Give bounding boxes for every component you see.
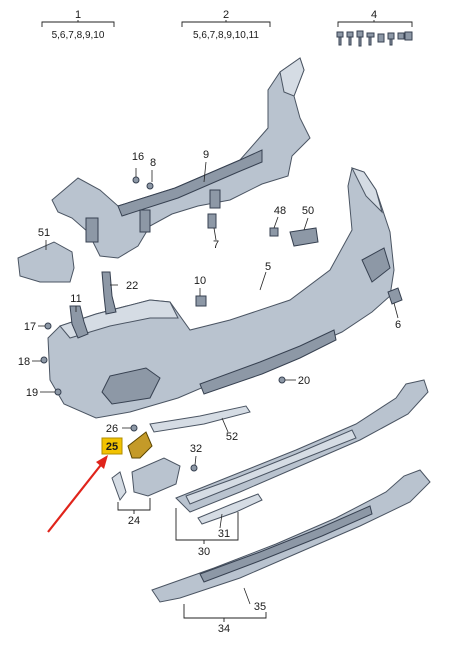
fastener-set-icon xyxy=(336,30,413,47)
callout-25: 25 xyxy=(106,441,118,453)
callout-19: 19 xyxy=(26,387,38,399)
group-2-callout: 2 5,6,7,8,9,10,11 xyxy=(181,9,271,41)
callout-35: 35 xyxy=(254,601,266,613)
lower-skirt xyxy=(151,469,431,603)
callout-16: 16 xyxy=(132,151,144,163)
callout-4: 4 xyxy=(371,9,377,21)
leader-lines xyxy=(32,161,399,622)
clip-6 xyxy=(387,287,403,305)
callout-32: 32 xyxy=(190,443,202,455)
callout-34: 34 xyxy=(218,623,230,635)
callout-8: 8 xyxy=(150,157,156,169)
bumper-carrier xyxy=(51,57,311,259)
trim-24-left xyxy=(111,471,127,502)
callout-2: 2 xyxy=(223,9,229,21)
side-bracket-51 xyxy=(17,241,75,283)
brace-4 xyxy=(337,20,413,27)
group-1-callout: 1 5,6,7,8,9,10 xyxy=(41,9,115,41)
callout-50: 50 xyxy=(302,205,314,217)
callout-26: 26 xyxy=(106,423,118,435)
callout-10: 10 xyxy=(194,275,206,287)
callout-52: 52 xyxy=(226,431,238,443)
bracket-22 xyxy=(101,271,117,315)
callout-22: 22 xyxy=(126,280,138,292)
callout-48: 48 xyxy=(274,205,286,217)
highlight-box-25 xyxy=(101,437,123,455)
brace-2 xyxy=(181,20,271,27)
bracket-50 xyxy=(289,227,319,247)
callout-7: 7 xyxy=(213,239,219,251)
callout-6: 6 xyxy=(395,319,401,331)
callout-51: 51 xyxy=(38,227,50,239)
bracket-10 xyxy=(195,295,207,307)
callout-17: 17 xyxy=(24,321,36,333)
clip-18 xyxy=(40,356,48,364)
trim-strip-31 xyxy=(197,493,263,525)
callout-18: 18 xyxy=(18,356,30,368)
callout-20: 20 xyxy=(298,375,310,387)
callout-11: 11 xyxy=(70,293,81,305)
clip-26 xyxy=(130,424,138,432)
brace-1 xyxy=(41,20,115,27)
clip-16 xyxy=(132,176,140,184)
clip-32 xyxy=(190,464,198,472)
callout-30: 30 xyxy=(198,546,210,558)
callout-2-sub: 5,6,7,8,9,10,11 xyxy=(193,30,259,41)
clip-8 xyxy=(146,182,154,190)
clip-19 xyxy=(54,388,62,396)
group-4-callout: 4 xyxy=(336,9,413,47)
trim-24-right xyxy=(131,457,181,497)
callout-5: 5 xyxy=(265,261,271,273)
screw-20 xyxy=(278,376,286,384)
callout-labels: 16 8 9 51 22 11 17 18 19 10 7 48 50 5 6 … xyxy=(18,149,401,635)
callout-9: 9 xyxy=(203,149,209,161)
diffuser-panel xyxy=(175,379,429,513)
clip-48 xyxy=(269,227,279,237)
clip-17 xyxy=(44,322,52,330)
red-pointer-arrow xyxy=(47,455,108,533)
callout-1: 1 xyxy=(75,9,81,21)
bracket-11 xyxy=(69,305,89,339)
callout-31: 31 xyxy=(218,528,230,540)
reflector-strip xyxy=(149,405,251,433)
callout-24: 24 xyxy=(128,515,140,527)
bumper-cover xyxy=(47,167,395,419)
bracket-7 xyxy=(207,213,217,229)
highlighted-bracket-25 xyxy=(127,431,153,459)
callout-1-sub: 5,6,7,8,9,10 xyxy=(52,30,105,41)
